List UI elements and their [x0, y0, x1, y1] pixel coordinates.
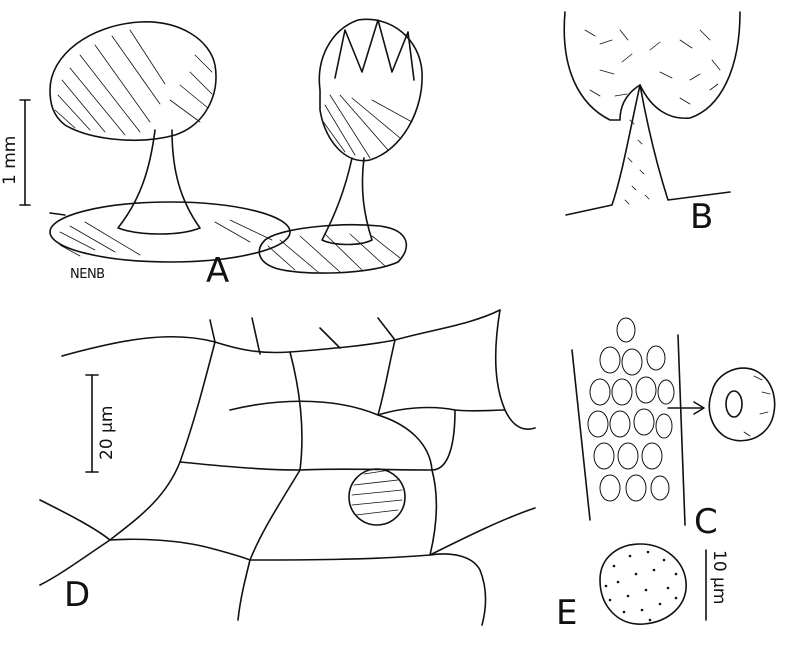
scale-bar-e: 10 μm [705, 549, 729, 621]
sporangium-closed [49, 21, 291, 263]
scale-label-e: 10 μm [709, 550, 729, 604]
artist-signature: NENB [70, 267, 105, 282]
scale-label-a: 1 mm [0, 136, 20, 185]
panel-c: C [571, 317, 776, 542]
panel-a: 1 mm NENB A [0, 18, 423, 291]
scale-bar-a: 1 mm [0, 99, 31, 206]
panel-label-b: B [690, 197, 713, 237]
enlarged-spore [708, 367, 776, 442]
panel-label-a: A [206, 251, 229, 291]
panel-b: B [563, 11, 741, 237]
pointer-arrow [667, 401, 705, 415]
panel-label-d: D [64, 575, 90, 615]
capillitium-network [39, 309, 536, 626]
spore-ornamentation [604, 550, 678, 622]
scale-label-d: 20 μm [97, 406, 117, 460]
scale-bar-d: 20 μm [85, 374, 117, 473]
panel-label-c: C [694, 502, 718, 542]
sporangium-opening [258, 18, 423, 274]
panel-label-e: E [556, 593, 577, 633]
panel-e: 10 μm E [556, 543, 729, 633]
panel-d: 20 μm D [39, 309, 536, 626]
spore-mass [587, 317, 675, 502]
spore-on-network [348, 468, 406, 526]
